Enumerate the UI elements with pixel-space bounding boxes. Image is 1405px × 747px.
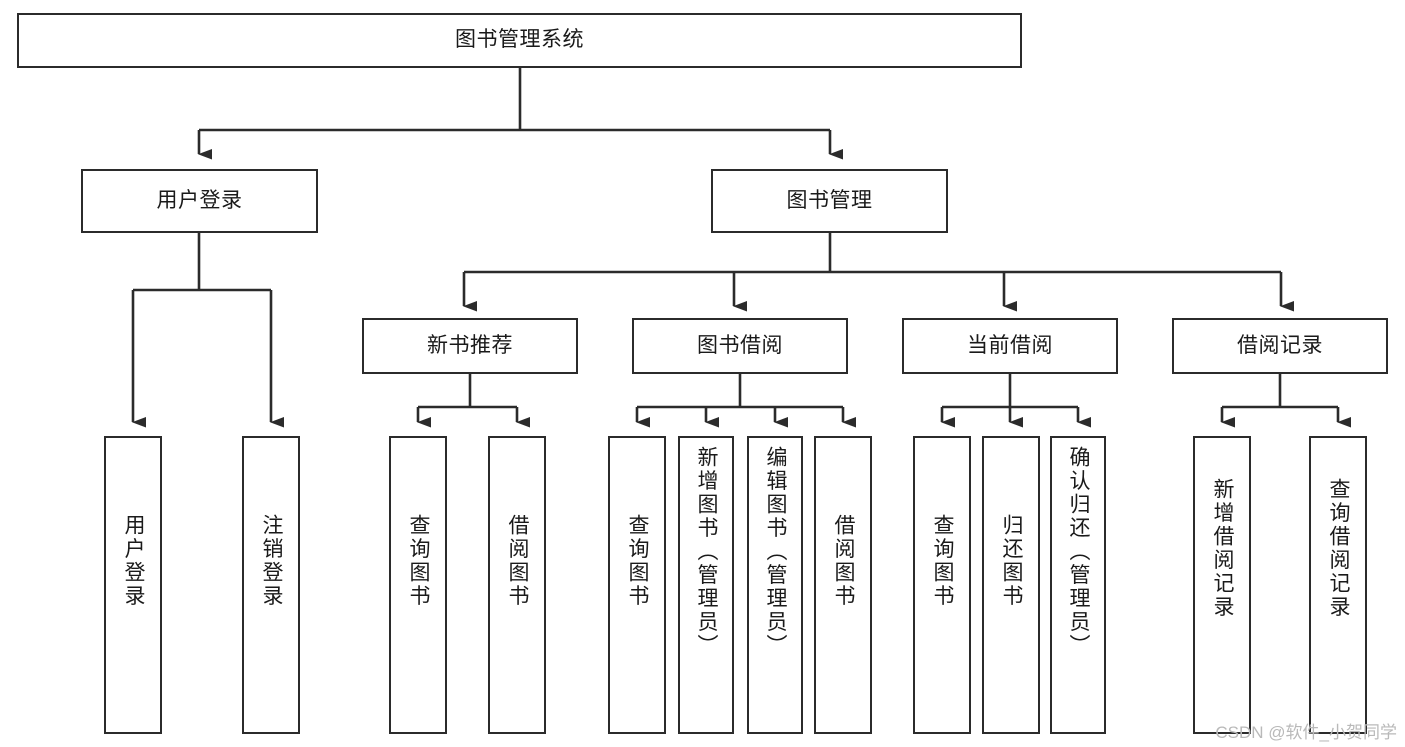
node-new-book-recommend[interactable]: 新书推荐: [362, 318, 578, 374]
node-leaf-add-borrow-record[interactable]: 新增借阅记录: [1193, 436, 1251, 734]
node-new-book-recommend-label: 新书推荐: [427, 333, 513, 357]
node-leaf-query-book-1-label: 查询图书: [407, 514, 431, 608]
node-leaf-confirm-return[interactable]: 确认归还（管理员）: [1050, 436, 1106, 734]
node-book-borrow[interactable]: 图书借阅: [632, 318, 848, 374]
node-borrow-record-label: 借阅记录: [1237, 333, 1323, 357]
node-book-management[interactable]: 图书管理: [711, 169, 948, 233]
node-leaf-query-book-2[interactable]: 查询图书: [608, 436, 666, 734]
node-leaf-query-book-3-label: 查询图书: [931, 514, 955, 608]
node-leaf-user-logout-label: 注销登录: [260, 514, 284, 608]
node-borrow-record[interactable]: 借阅记录: [1172, 318, 1388, 374]
node-leaf-user-logout[interactable]: 注销登录: [242, 436, 300, 734]
node-leaf-query-borrow-record[interactable]: 查询借阅记录: [1309, 436, 1367, 734]
node-leaf-borrow-book-1[interactable]: 借阅图书: [488, 436, 546, 734]
node-leaf-edit-book[interactable]: 编辑图书（管理员）: [747, 436, 803, 734]
node-leaf-query-borrow-record-label: 查询借阅记录: [1327, 478, 1351, 619]
node-leaf-add-borrow-record-label: 新增借阅记录: [1211, 478, 1235, 619]
node-leaf-query-book-2-label: 查询图书: [626, 514, 650, 608]
node-user-login[interactable]: 用户登录: [81, 169, 318, 233]
node-user-login-label: 用户登录: [156, 188, 243, 212]
node-leaf-return-book[interactable]: 归还图书: [982, 436, 1040, 734]
node-leaf-edit-book-label: 编辑图书（管理员）: [764, 446, 788, 658]
node-leaf-borrow-book-1-label: 借阅图书: [506, 514, 530, 608]
node-leaf-return-book-label: 归还图书: [1000, 514, 1024, 608]
node-leaf-query-book-1[interactable]: 查询图书: [389, 436, 447, 734]
node-leaf-user-login-label: 用户登录: [122, 514, 146, 608]
csdn-watermark: CSDN @软件_小贺同学: [1215, 723, 1397, 742]
node-leaf-user-login[interactable]: 用户登录: [104, 436, 162, 734]
node-root-system-label: 图书管理系统: [455, 28, 584, 52]
node-current-borrow-label: 当前借阅: [967, 333, 1053, 357]
node-book-borrow-label: 图书借阅: [697, 333, 783, 357]
node-current-borrow[interactable]: 当前借阅: [902, 318, 1118, 374]
node-leaf-query-book-3[interactable]: 查询图书: [913, 436, 971, 734]
node-root-system[interactable]: 图书管理系统: [17, 13, 1022, 68]
node-leaf-confirm-return-label: 确认归还（管理员）: [1067, 446, 1091, 658]
node-leaf-borrow-book-2[interactable]: 借阅图书: [814, 436, 872, 734]
node-leaf-borrow-book-2-label: 借阅图书: [832, 514, 856, 608]
node-book-management-label: 图书管理: [786, 188, 873, 212]
node-leaf-add-book[interactable]: 新增图书（管理员）: [678, 436, 734, 734]
node-leaf-add-book-label: 新增图书（管理员）: [695, 446, 719, 658]
